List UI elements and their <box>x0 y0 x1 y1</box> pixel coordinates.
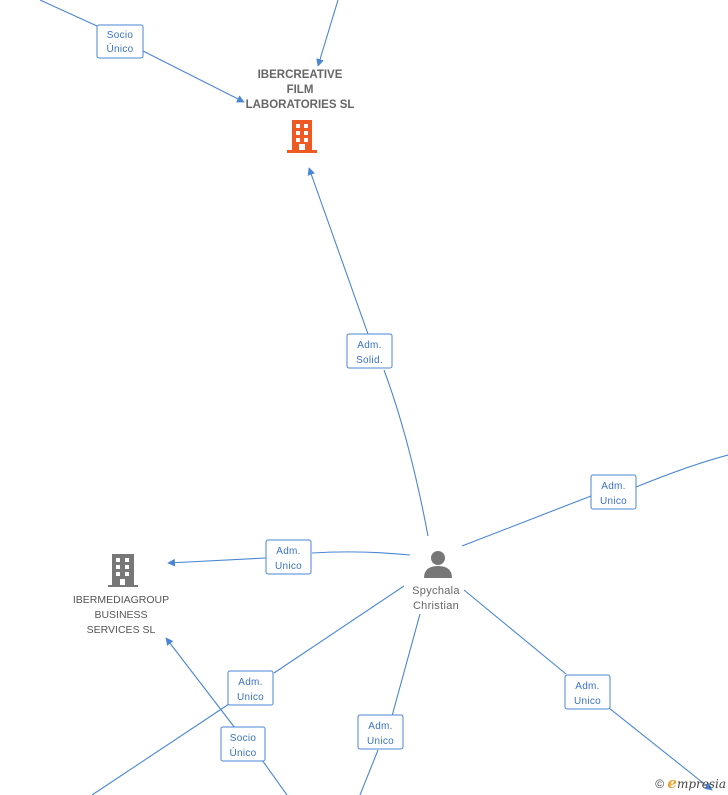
svg-text:Adm.: Adm. <box>575 681 600 692</box>
svg-text:Único: Único <box>106 42 133 55</box>
person-label[interactable]: Spychala Christian <box>392 584 480 614</box>
svg-text:Adm.: Adm. <box>357 340 382 351</box>
company-secondary-line-3: SERVICES SL <box>86 624 156 636</box>
building-icon[interactable] <box>287 120 317 153</box>
copyright-symbol: © <box>655 777 665 791</box>
svg-text:Adm.: Adm. <box>276 546 301 557</box>
edge-label-adm-left: Adm. Unico <box>265 539 312 575</box>
company-main-label[interactable]: IBERCREATIVE FILM LABORATORIES SL <box>230 68 370 113</box>
edge-label-socio-top: Socio Único <box>96 24 144 59</box>
person-icon[interactable] <box>424 551 452 578</box>
svg-text:Socio: Socio <box>107 30 134 41</box>
edge-top-to-company <box>316 0 339 67</box>
person-line-2: Christian <box>412 600 460 612</box>
edge-label-adm-solid: Adm. Solid. <box>346 333 393 369</box>
svg-text:Unico: Unico <box>237 692 264 703</box>
edge-label-adm-bottom-right: Adm. Unico <box>564 674 611 710</box>
edge-person-to-bottom-right <box>463 589 712 790</box>
svg-text:Adm.: Adm. <box>368 721 393 732</box>
svg-text:Unico: Unico <box>600 496 627 507</box>
svg-text:Solid.: Solid. <box>356 355 383 366</box>
edge-label-adm-right-top: Adm. Unico <box>590 474 637 510</box>
edge-bottom-to-company-secondary <box>166 638 288 795</box>
company-main-line-2: FILM <box>286 84 314 96</box>
building-icon[interactable] <box>108 554 138 587</box>
edge-label-adm-bottom-mid: Adm. Unico <box>357 714 404 750</box>
company-secondary-label[interactable]: IBERMEDIAGROUP BUSINESS SERVICES SL <box>58 593 184 638</box>
company-main-line-3: LABORATORIES SL <box>245 99 355 111</box>
svg-text:Unico: Unico <box>367 736 394 747</box>
brand-logo: empresia <box>667 774 726 792</box>
edge-label-adm-bottom-left: Adm. Unico <box>227 670 274 706</box>
svg-text:Adm.: Adm. <box>601 481 626 492</box>
svg-text:Adm.: Adm. <box>238 677 263 688</box>
svg-text:Unico: Unico <box>574 696 601 707</box>
edge-person-to-right-top <box>461 454 728 547</box>
svg-text:Unico: Unico <box>275 561 302 572</box>
watermark: © empresia <box>655 774 726 792</box>
edge-person-to-company-main <box>309 168 429 537</box>
svg-text:Socio: Socio <box>230 733 257 744</box>
edge-person-to-bottom-left <box>91 585 405 795</box>
person-line-1: Spychala <box>412 585 460 597</box>
edge-label-socio-bottom: Socio Único <box>220 726 266 762</box>
edge-person-to-company-secondary <box>168 551 411 563</box>
svg-text:Único: Único <box>229 746 256 759</box>
company-main-line-1: IBERCREATIVE <box>257 69 343 81</box>
company-secondary-line-2: BUSINESS <box>94 609 148 621</box>
company-secondary-line-1: IBERMEDIAGROUP <box>72 594 170 606</box>
edge-top-left-to-company <box>39 0 244 102</box>
edge-person-to-bottom-mid <box>359 613 421 795</box>
